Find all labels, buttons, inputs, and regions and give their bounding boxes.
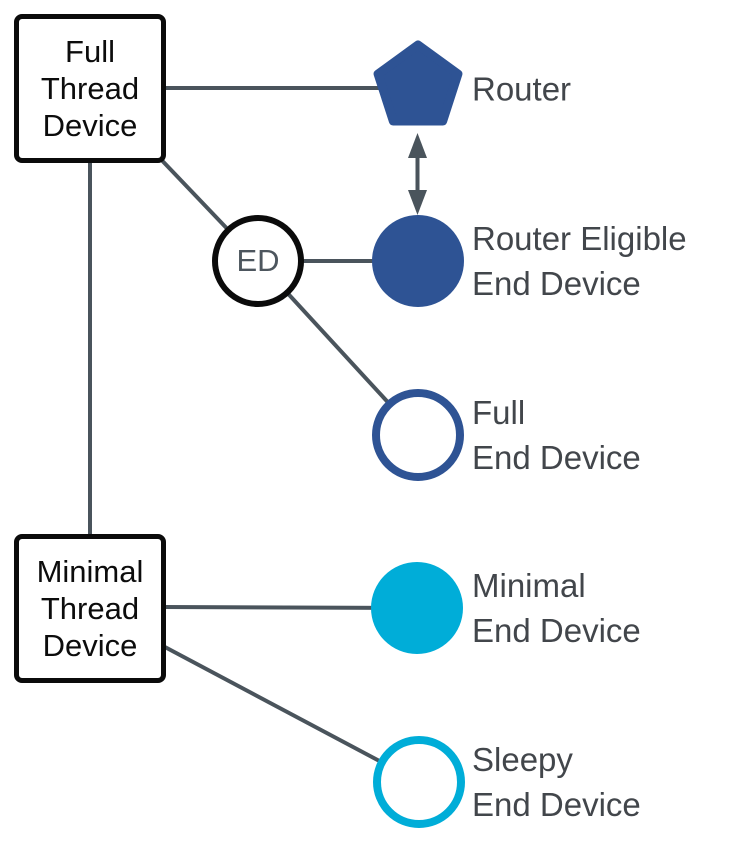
full-end-device-circle-icon xyxy=(372,389,464,481)
minimal-end-device-label-line: Minimal xyxy=(472,567,586,604)
full-end-device-label: Full End Device xyxy=(472,390,641,480)
full-thread-device-box: Full Thread Device xyxy=(14,14,166,163)
minimal-thread-device-box: Minimal Thread Device xyxy=(14,534,166,683)
router-pentagon-icon xyxy=(373,40,463,126)
sleepy-end-device-label-line: End Device xyxy=(472,786,641,823)
router-eligible-end-device-label-line: Router Eligible xyxy=(472,220,687,257)
minimal-end-device-circle-icon xyxy=(371,562,463,654)
ed-junction-label: ED xyxy=(236,243,280,278)
arrowhead-down-icon xyxy=(408,190,427,215)
full-thread-device-line: Full xyxy=(65,34,115,69)
full-end-device-label-line: End Device xyxy=(472,439,641,476)
router-label: Router xyxy=(472,67,571,112)
full-thread-device-line: Thread xyxy=(40,71,140,106)
sleepy-end-device-label: Sleepy End Device xyxy=(472,737,641,827)
minimal-end-device-label-line: End Device xyxy=(472,612,641,649)
minimal-thread-device-line: Device xyxy=(42,628,138,663)
full-end-device-label-line: Full xyxy=(472,394,526,431)
arrowhead-up-icon xyxy=(408,133,427,158)
full-thread-device-line: Device xyxy=(42,108,138,143)
ed-junction-circle xyxy=(212,215,304,307)
link-mtd-sed xyxy=(162,644,420,784)
sleepy-end-device-label-line: Sleepy xyxy=(472,741,573,778)
router-eligible-end-device-circle-icon xyxy=(372,215,464,307)
minimal-end-device-label: Minimal End Device xyxy=(472,563,641,653)
minimal-thread-device-line: Minimal xyxy=(36,554,144,589)
router-eligible-end-device-label: Router Eligible End Device xyxy=(472,216,687,306)
router-eligible-end-device-label-line: End Device xyxy=(472,265,641,302)
router-label-text: Router xyxy=(472,70,572,108)
sleepy-end-device-circle-icon xyxy=(373,736,465,828)
double-arrow-router-reed xyxy=(408,133,427,215)
minimal-thread-device-line: Thread xyxy=(40,591,140,626)
